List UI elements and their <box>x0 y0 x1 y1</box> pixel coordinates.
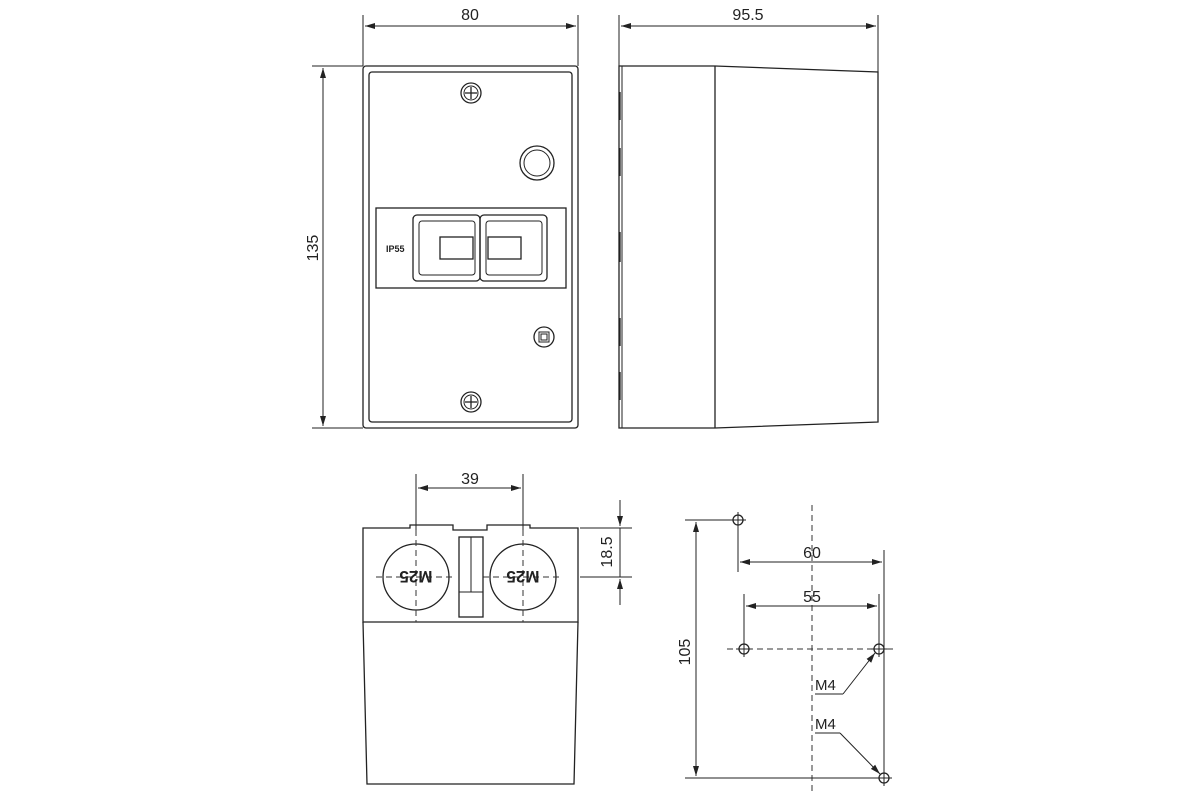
dimension-mount-height-label: 105 <box>677 639 694 666</box>
thread-label-upper: M4 <box>815 677 836 694</box>
dimension-gland-offset-label: 18.5 <box>599 536 616 567</box>
square-indicator-icon <box>533 326 555 348</box>
side-view: 95.5 <box>618 7 879 429</box>
bottom-housing-outline <box>362 621 579 785</box>
front-view: 80 135 IP55 <box>305 7 579 429</box>
mounting-hole-bottom-icon <box>876 770 892 786</box>
indicator-lamp-icon <box>519 145 555 181</box>
button-panel <box>375 207 567 289</box>
front-housing-outline <box>362 65 579 429</box>
mounting-hole-top-icon <box>730 512 746 528</box>
dimension-depth-label: 95.5 <box>732 7 763 24</box>
side-housing-outline <box>618 65 879 429</box>
screw-top-icon <box>460 82 482 104</box>
mounting-hole-mid-right-icon <box>871 641 887 657</box>
dimension-width-label: 80 <box>461 7 479 24</box>
mounting-pattern: 105 60 55 M4 <box>677 505 896 792</box>
dimension-gland-spacing-label: 39 <box>461 471 479 488</box>
bottom-view: 39 M25 M25 18.5 <box>362 471 632 785</box>
ip-rating-label: IP55 <box>386 244 405 254</box>
dimension-height-label: 135 <box>305 235 322 262</box>
svg-text:M25: M25 <box>399 567 432 586</box>
front-cover <box>368 71 573 423</box>
cable-gland-right-icon: M25 <box>483 530 563 622</box>
screw-bottom-icon <box>460 391 482 413</box>
svg-text:M25: M25 <box>506 567 539 586</box>
start-button <box>412 214 481 282</box>
mounting-hole-mid-left-icon <box>736 641 752 657</box>
cable-gland-left-icon: M25 <box>376 530 456 622</box>
thread-label-lower: M4 <box>815 716 836 733</box>
stop-button <box>479 214 548 282</box>
dimension-mount-width-outer-label: 60 <box>803 545 821 562</box>
center-slot <box>458 536 484 618</box>
dimension-mount-width-inner-label: 55 <box>803 589 821 606</box>
